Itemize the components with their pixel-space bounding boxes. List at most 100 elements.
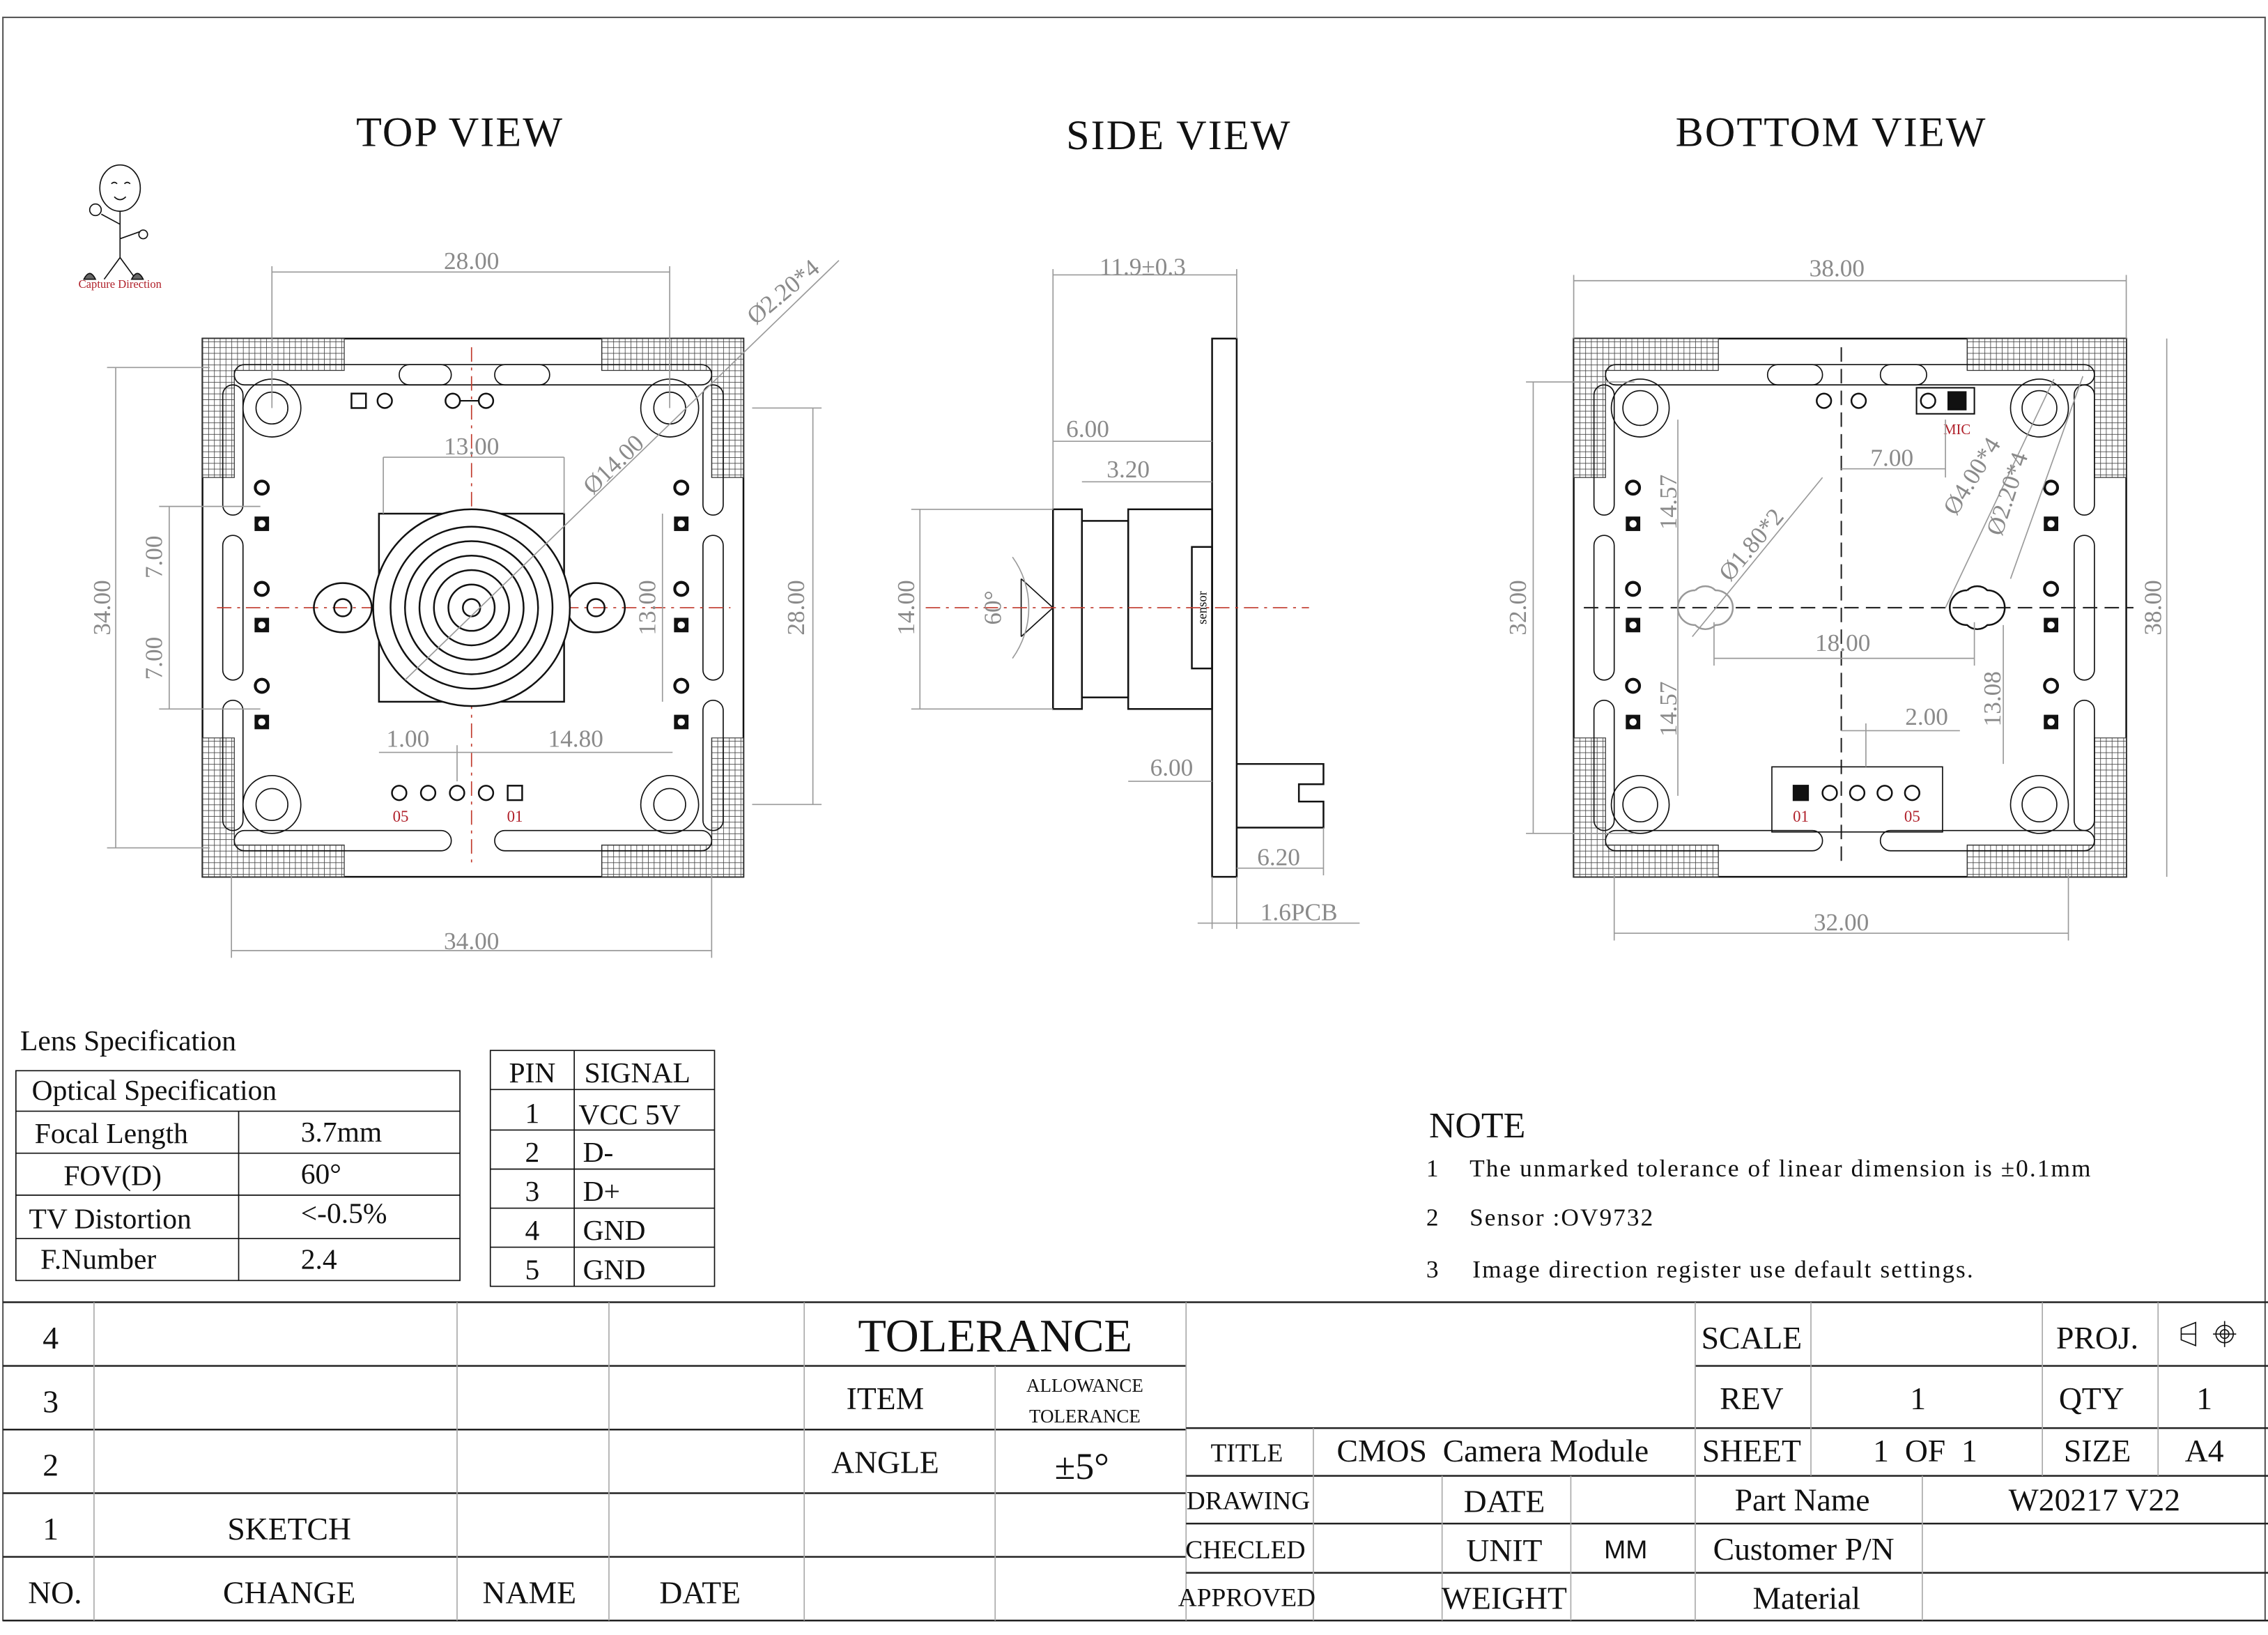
svg-text:6.20: 6.20 bbox=[1257, 844, 1300, 871]
projection-symbol-icon bbox=[2180, 1321, 2237, 1347]
pad-round bbox=[254, 581, 270, 597]
usb-connector bbox=[1771, 766, 1943, 833]
note-number: 2 bbox=[1426, 1204, 1439, 1231]
title-block: SCALE PROJ. REV 1 QTY 1 TITLE CMOS Camer… bbox=[1178, 1302, 2268, 1621]
svg-text:6.00: 6.00 bbox=[1150, 754, 1194, 781]
pad-hole bbox=[1629, 520, 1637, 528]
pad-hole bbox=[2047, 520, 2055, 528]
spec-label: F.Number bbox=[40, 1243, 156, 1275]
svg-text:34.00: 34.00 bbox=[444, 928, 499, 955]
rev-no: 3 bbox=[43, 1383, 59, 1419]
svg-text:13.08: 13.08 bbox=[1979, 671, 2006, 726]
svg-text:Ø1.80*2: Ø1.80*2 bbox=[1713, 503, 1789, 586]
header-name: NAME bbox=[483, 1574, 576, 1610]
pin-signal: D- bbox=[583, 1136, 614, 1168]
checked-label: CHECLED bbox=[1185, 1536, 1305, 1565]
spec-value: 2.4 bbox=[301, 1243, 337, 1275]
spec-label: TV Distortion bbox=[29, 1203, 192, 1235]
svg-text:Ø14.00: Ø14.00 bbox=[578, 429, 649, 500]
pad-hole bbox=[2047, 621, 2055, 629]
revision-block: 4 3 2 1 SKETCH NO. CHANGE NAME DATE TOLE… bbox=[3, 1301, 2268, 1622]
qty-label: QTY bbox=[2059, 1381, 2124, 1416]
approved-label: APPROVED bbox=[1178, 1583, 1316, 1612]
optical-spec-header: Optical Specification bbox=[32, 1074, 277, 1106]
part-name-value: W20217 V22 bbox=[2009, 1482, 2180, 1517]
pin-signal: GND bbox=[583, 1253, 646, 1285]
spec-value: <-0.5% bbox=[301, 1197, 387, 1229]
pad-round bbox=[2043, 581, 2060, 597]
rev-value: 1 bbox=[1910, 1381, 1926, 1416]
svg-text:32.00: 32.00 bbox=[1504, 580, 1532, 635]
pin-signal: D+ bbox=[583, 1175, 620, 1207]
svg-text:28.00: 28.00 bbox=[444, 247, 499, 275]
pad-round bbox=[1625, 677, 1642, 694]
rev-no: 2 bbox=[43, 1448, 59, 1483]
pad-hole bbox=[677, 718, 685, 726]
tolerance-allowance: ALLOWANCE bbox=[1026, 1375, 1143, 1396]
rev-no: 4 bbox=[43, 1320, 59, 1356]
svg-text:13.00: 13.00 bbox=[633, 580, 661, 635]
spec-value: 60° bbox=[301, 1158, 341, 1190]
svg-text:1.00: 1.00 bbox=[387, 725, 430, 752]
svg-text:18.00: 18.00 bbox=[1815, 629, 1870, 657]
pin-number: 4 bbox=[525, 1214, 540, 1246]
unit-value: MM bbox=[1604, 1535, 1647, 1564]
pin-label-01: 01 bbox=[507, 808, 523, 825]
bottom-view: MIC 01 05 38.00 32.00 32.00 38.00 14.57 … bbox=[1504, 255, 2168, 941]
spec-label: Focal Length bbox=[35, 1117, 188, 1149]
pin-table: PIN SIGNAL 1 VCC 5V 2 D- 3 D+ 4 GND 5 GN… bbox=[489, 1050, 716, 1287]
svg-text:60°: 60° bbox=[980, 590, 1007, 624]
pin-number: 3 bbox=[525, 1175, 540, 1207]
lens-holder bbox=[313, 508, 626, 707]
note-text: Image direction register use default set… bbox=[1472, 1256, 1975, 1283]
side-dimensions: 11.9±0.3 6.00 3.20 14.00 60° 6.00 6.20 1… bbox=[893, 253, 1360, 929]
note-text: Sensor :OV9732 bbox=[1469, 1204, 1654, 1231]
pad-hole bbox=[1629, 621, 1637, 629]
svg-text:14.57: 14.57 bbox=[1655, 475, 1682, 530]
lens-body bbox=[1020, 508, 1213, 710]
pin-number: 2 bbox=[525, 1136, 540, 1168]
size-value: A4 bbox=[2185, 1433, 2224, 1468]
side-connector bbox=[1236, 762, 1325, 829]
top-view: 28.00 34.00 13.00 Ø14.00 Ø2.20*4 34.00 7… bbox=[88, 247, 840, 958]
svg-text:38.00: 38.00 bbox=[2139, 580, 2166, 635]
svg-text:28.00: 28.00 bbox=[782, 580, 810, 635]
svg-text:14.00: 14.00 bbox=[893, 580, 920, 635]
size-label: SIZE bbox=[2064, 1433, 2131, 1468]
bottom-view-title: BOTTOM VIEW bbox=[1676, 109, 1987, 156]
usb-connector-pads bbox=[391, 785, 523, 801]
tolerance-title: TOLERANCE bbox=[858, 1311, 1132, 1362]
pad-round bbox=[673, 677, 690, 694]
pad-round bbox=[254, 479, 270, 496]
svg-text:32.00: 32.00 bbox=[1814, 909, 1869, 936]
sheet-label: SHEET bbox=[1702, 1433, 1801, 1468]
svg-text:34.00: 34.00 bbox=[88, 580, 116, 635]
tolerance-item: ITEM bbox=[847, 1381, 925, 1416]
svg-text:7.00: 7.00 bbox=[141, 535, 168, 578]
pad-round bbox=[2043, 479, 2060, 496]
svg-text:7.00: 7.00 bbox=[1870, 445, 1913, 472]
rev-no: 1 bbox=[43, 1511, 59, 1546]
top-pads-bottom bbox=[1816, 387, 1975, 415]
note-number: 1 bbox=[1426, 1155, 1439, 1182]
side-view-title: SIDE VIEW bbox=[1066, 112, 1291, 159]
title-label: TITLE bbox=[1211, 1439, 1283, 1468]
svg-text:14.80: 14.80 bbox=[548, 725, 603, 752]
weight-label: WEIGHT bbox=[1442, 1581, 1567, 1616]
header-change: CHANGE bbox=[223, 1574, 355, 1610]
pin-signal: GND bbox=[583, 1214, 646, 1246]
sensor-label: sensor bbox=[1195, 590, 1210, 624]
title-value: CMOS Camera Module bbox=[1337, 1433, 1649, 1468]
tolerance-angle: ANGLE bbox=[831, 1444, 939, 1480]
pad-round bbox=[1625, 581, 1642, 597]
lens-spec: Lens Specification Optical Specification… bbox=[15, 1024, 461, 1282]
mic-label: MIC bbox=[1943, 422, 1970, 438]
svg-text:2.00: 2.00 bbox=[1905, 703, 1948, 730]
qty-value: 1 bbox=[2196, 1381, 2212, 1416]
pin-signal: VCC 5V bbox=[578, 1098, 680, 1130]
side-view: sensor 11.9±0.3 6.00 3.20 14.00 60° 6.00… bbox=[893, 253, 1360, 929]
lens-spec-title: Lens Specification bbox=[20, 1024, 236, 1057]
part-name-label: Part Name bbox=[1735, 1482, 1870, 1517]
svg-text:14.57: 14.57 bbox=[1655, 682, 1682, 737]
rev-change: SKETCH bbox=[227, 1511, 351, 1546]
